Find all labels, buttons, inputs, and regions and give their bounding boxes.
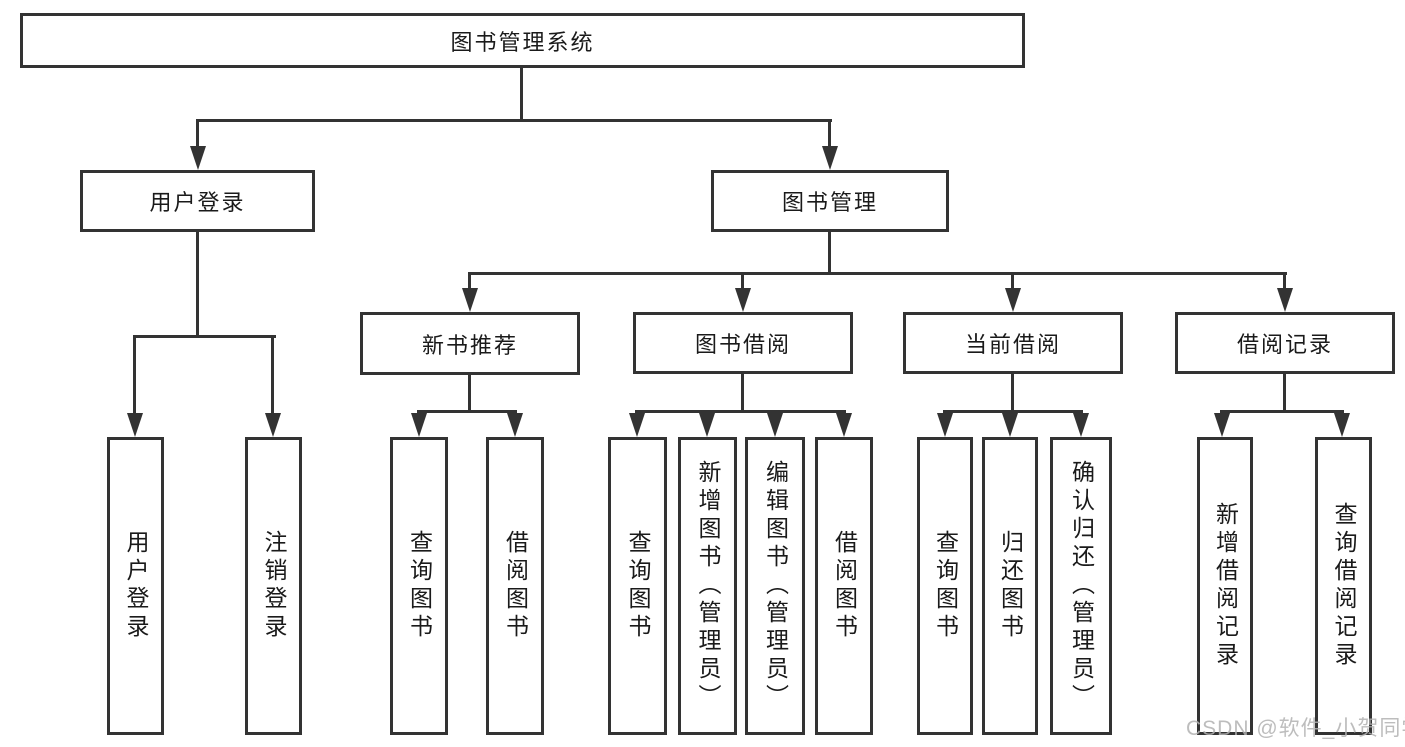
connector-line xyxy=(468,272,1287,275)
connector-line xyxy=(1220,410,1344,413)
node-bb-borrow: 借阅图书 xyxy=(815,437,873,735)
node-bb-edit: 编辑图书（管理员） xyxy=(745,437,805,735)
node-user-login: 用户登录 xyxy=(80,170,315,232)
connector-arrowhead xyxy=(767,413,783,437)
connector-arrowhead xyxy=(411,413,427,437)
node-label: 用户登录 xyxy=(123,530,149,642)
watermark: CSDN @软件_小贺同学 xyxy=(1186,717,1405,740)
node-label: 查询图书 xyxy=(625,530,651,642)
connector-arrowhead xyxy=(937,413,953,437)
node-label: 图书管理系统 xyxy=(450,29,595,55)
connector-arrowhead xyxy=(699,413,715,437)
connector-arrowhead xyxy=(1002,413,1018,437)
node-current-borrow: 当前借阅 xyxy=(903,312,1123,374)
connector-arrowhead xyxy=(1277,288,1293,312)
connector-arrowhead xyxy=(822,146,838,170)
connector-arrowhead xyxy=(462,288,478,312)
node-new-book-rec: 新书推荐 xyxy=(360,312,580,375)
connector-line xyxy=(943,410,1083,413)
connector-line xyxy=(635,410,846,413)
connector-line xyxy=(1283,272,1286,290)
node-label: 归还图书 xyxy=(997,530,1024,642)
connector-line xyxy=(468,272,471,290)
node-bb-add: 新增图书（管理员） xyxy=(678,437,737,735)
node-book-mgmt: 图书管理 xyxy=(711,170,949,232)
connector-line xyxy=(1011,374,1014,410)
node-nbr-query: 查询图书 xyxy=(390,437,448,735)
connector-line xyxy=(196,232,199,335)
node-br-add: 新增借阅记录 xyxy=(1197,437,1253,735)
node-label: 查询图书 xyxy=(932,530,959,642)
node-label: 借阅记录 xyxy=(1236,332,1333,357)
connector-line xyxy=(828,119,831,147)
connector-arrowhead xyxy=(1005,288,1021,312)
node-borrow-records: 借阅记录 xyxy=(1175,312,1395,374)
connector-line xyxy=(468,375,471,410)
connector-line xyxy=(520,68,523,119)
node-label: 新增图书（管理员） xyxy=(695,460,721,712)
node-label: 注销登录 xyxy=(261,530,287,642)
connector-line xyxy=(196,119,832,122)
connector-line xyxy=(828,232,831,272)
connector-arrowhead xyxy=(629,413,645,437)
node-label: 借阅图书 xyxy=(502,530,529,642)
node-label: 当前借阅 xyxy=(964,332,1061,357)
connector-line xyxy=(271,335,274,415)
node-cb-return: 归还图书 xyxy=(982,437,1038,735)
node-cb-query: 查询图书 xyxy=(917,437,973,735)
connector-line xyxy=(1011,272,1014,290)
node-label: 新增借阅记录 xyxy=(1212,502,1239,670)
node-root: 图书管理系统 xyxy=(20,13,1025,68)
node-label: 图书管理 xyxy=(781,190,878,215)
connector-line xyxy=(133,335,136,415)
connector-arrowhead xyxy=(735,288,751,312)
node-br-query: 查询借阅记录 xyxy=(1315,437,1372,735)
connector-arrowhead xyxy=(127,413,143,437)
connector-line xyxy=(133,335,276,338)
node-label: 新书推荐 xyxy=(421,332,518,358)
connector-line xyxy=(741,272,744,290)
connector-line xyxy=(196,119,199,147)
node-nbr-borrow: 借阅图书 xyxy=(486,437,544,735)
connector-arrowhead xyxy=(1214,413,1230,437)
node-label: 图书借阅 xyxy=(694,332,791,357)
node-label: 用户登录 xyxy=(149,190,246,215)
connector-arrowhead xyxy=(1334,413,1350,437)
node-cb-confirm: 确认归还（管理员） xyxy=(1050,437,1112,735)
node-bb-query: 查询图书 xyxy=(608,437,667,735)
node-label: 借阅图书 xyxy=(831,530,858,642)
node-book-borrow: 图书借阅 xyxy=(633,312,853,374)
node-label: 编辑图书（管理员） xyxy=(762,460,789,712)
node-label: 确认归还（管理员） xyxy=(1068,460,1095,712)
connector-arrowhead xyxy=(507,413,523,437)
connector-line xyxy=(1283,374,1286,410)
node-label: 查询图书 xyxy=(406,530,433,642)
node-label: 查询借阅记录 xyxy=(1331,502,1357,670)
connector-arrowhead xyxy=(1073,413,1089,437)
connector-line xyxy=(741,374,744,410)
node-ul-login: 用户登录 xyxy=(107,437,164,735)
connector-line xyxy=(417,410,517,413)
connector-arrowhead xyxy=(265,413,281,437)
connector-arrowhead xyxy=(190,146,206,170)
node-ul-logout: 注销登录 xyxy=(245,437,302,735)
connector-arrowhead xyxy=(836,413,852,437)
